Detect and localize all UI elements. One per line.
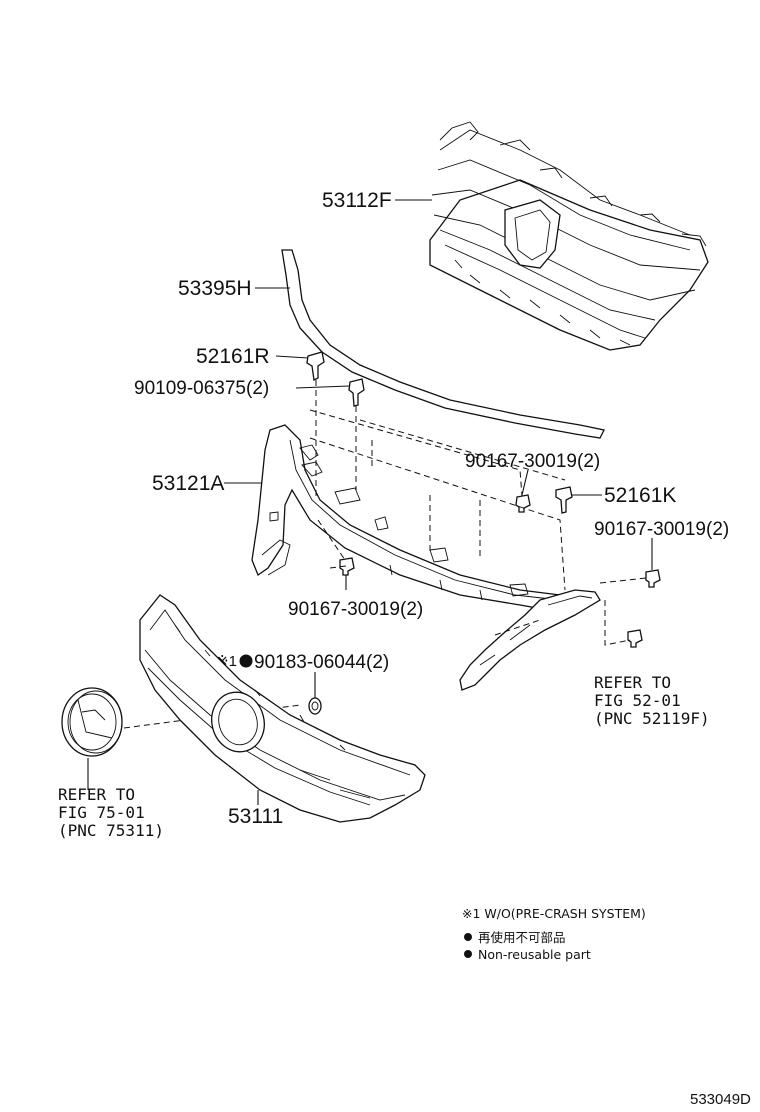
legend-note-1: ※1 W/O(PRE-CRASH SYSTEM): [462, 906, 646, 921]
ref-left-line3: (PNC 75311): [58, 821, 164, 840]
ref-left-line1: REFER TO: [58, 785, 135, 804]
label-90167b: 90167-30019(2): [594, 519, 729, 540]
part-emblem[interactable]: [61, 687, 123, 757]
label-90167c: 90167-30019(2): [288, 599, 423, 620]
label-53112F: 53112F: [322, 189, 392, 212]
part-53395H-molding[interactable]: [281, 249, 605, 439]
part-52161R-clip[interactable]: [306, 351, 325, 381]
label-53395H: 53395H: [178, 277, 252, 300]
part-90109-screw[interactable]: [348, 378, 365, 407]
part-53112F-upper-grille[interactable]: [429, 121, 709, 351]
part-52161K-clip[interactable]: [555, 486, 573, 514]
leader-90109: [295, 385, 350, 389]
part-53121A-bracket[interactable]: [251, 424, 577, 613]
label-52161K: 52161K: [604, 484, 676, 507]
part-90167-screw-a[interactable]: [515, 494, 531, 513]
leader-90167a: [521, 469, 529, 496]
ref-right-line1: REFER TO: [594, 673, 671, 692]
reference-left: REFER TO FIG 75-01 (PNC 75311): [58, 785, 164, 840]
part-screw-right-lower[interactable]: [627, 629, 643, 648]
label-90167a: 90167-30019(2): [465, 451, 600, 472]
legend-note-3: Non-reusable part: [478, 947, 591, 962]
label-90183: 90183-06044(2): [254, 652, 389, 673]
part-right-lower-bracket[interactable]: [459, 589, 601, 691]
figure-code: 533049D: [690, 1091, 751, 1108]
ref-right-line2: FIG 52-01: [594, 691, 681, 710]
reference-right: REFER TO FIG 52-01 (PNC 52119F): [594, 673, 710, 728]
legend: ※1 W/O(PRE-CRASH SYSTEM) 再使用不可部品 Non-reu…: [462, 906, 646, 962]
ref-left-line2: FIG 75-01: [58, 803, 145, 822]
part-53111-front-grille[interactable]: [139, 594, 426, 823]
assembly-dashed-lines: [123, 380, 647, 729]
legend-bullet-icon: [464, 950, 472, 958]
legend-bullet-icon: [464, 933, 472, 941]
legend-note-2: 再使用不可部品: [478, 930, 566, 945]
part-90167-screw-c[interactable]: [339, 557, 355, 576]
part-90167-screw-b[interactable]: [645, 569, 661, 588]
non-reusable-bullet-icon: [239, 654, 253, 668]
part-90183-clip[interactable]: [308, 697, 322, 715]
label-90109: 90109-06375(2): [134, 378, 269, 399]
label-52161R: 52161R: [196, 345, 270, 368]
label-53121A: 53121A: [152, 472, 224, 495]
leader-52161R: [275, 355, 309, 359]
label-53111: 53111: [228, 805, 283, 828]
ref-right-line3: (PNC 52119F): [594, 709, 710, 728]
